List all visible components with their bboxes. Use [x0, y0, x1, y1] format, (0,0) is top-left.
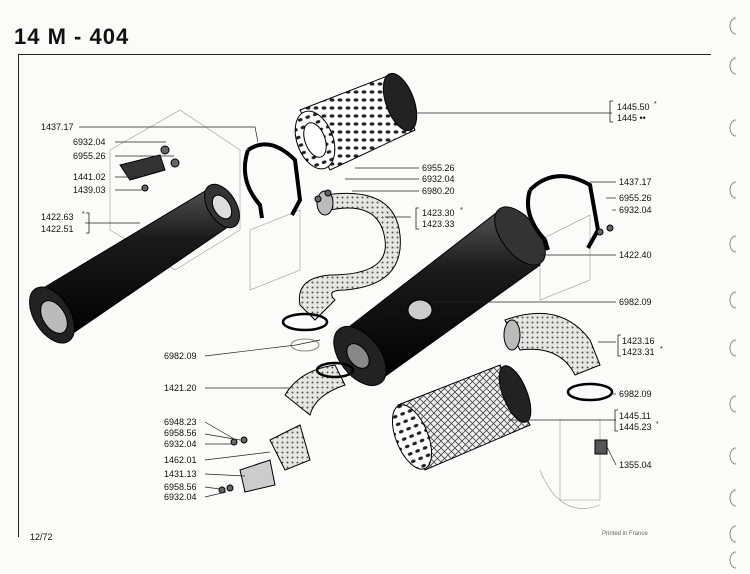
label-1423-16: 1423.16 [622, 336, 655, 346]
label-1437-17-left: 1437.17 [41, 122, 74, 132]
right-elbow-hose [503, 312, 601, 376]
label-1422-51: 1422.51 [41, 224, 74, 234]
label-brackets [86, 100, 621, 432]
left-tube [290, 338, 320, 352]
label-1355-04: 1355.04 [619, 460, 652, 470]
printed-in-note: Printed in France [602, 531, 648, 537]
asterisk-1423-30: * [460, 207, 463, 214]
part-number-labels: 1437.17 6932.04 6955.26 1441.02 1439.03 … [41, 101, 663, 502]
label-6955-26-c: 6955.26 [619, 193, 652, 203]
s-intake-hose [298, 190, 401, 321]
right-air-filter-housing [333, 206, 546, 386]
label-6958-56-a: 6958.56 [164, 428, 197, 438]
small-fitting-1355 [594, 439, 608, 455]
label-6982-09-c: 6982.09 [619, 389, 652, 399]
top-filter-element [294, 72, 418, 171]
asterisk-1423-31: * [660, 346, 663, 353]
right-hose-clamp [566, 382, 614, 402]
label-6932-04-b: 6932.04 [164, 439, 197, 449]
label-1462-01: 1462.01 [164, 455, 197, 465]
leader-lines [79, 112, 617, 498]
label-6948-23: 6948.23 [164, 417, 197, 427]
asterisk-1445-23: * [656, 421, 659, 428]
label-6958-56-b: 6958.56 [164, 482, 197, 492]
asterisk-1445-50: * [654, 101, 657, 108]
page-number: 12/72 [30, 532, 53, 542]
header-dash: - [74, 24, 83, 49]
left-lower-hose [239, 361, 355, 493]
left-air-filter-housing [29, 183, 240, 344]
label-1441-02: 1441.02 [73, 172, 106, 182]
binder-holes [729, 17, 737, 569]
label-1445-23: 1445.23 [619, 422, 652, 432]
label-1423-33: 1423.33 [422, 219, 455, 229]
label-6955-26-b: 6955.26 [422, 163, 455, 173]
label-6982-09-b: 6982.09 [619, 297, 652, 307]
label-6932-04-a: 6932.04 [73, 137, 106, 147]
label-1423-31: 1423.31 [622, 347, 655, 357]
left-hose-clamp [281, 312, 329, 332]
label-6932-04-c: 6932.04 [164, 492, 197, 502]
label-1445-50: 1445.50 [617, 102, 650, 112]
label-6932-04-e: 6932.04 [619, 205, 652, 215]
model-code: 14 M [14, 24, 67, 49]
label-6955-26-a: 6955.26 [73, 151, 106, 161]
asterisk-1422-63: * [82, 211, 85, 218]
label-1439-03: 1439.03 [73, 185, 106, 195]
label-1422-40: 1422.40 [619, 250, 652, 260]
label-1437-17-right: 1437.17 [619, 177, 652, 187]
engine-background-sketch [109, 109, 601, 509]
label-6980-20: 6980.20 [422, 186, 455, 196]
left-strap-clamp [243, 142, 303, 219]
label-1421-20: 1421.20 [164, 383, 197, 393]
diagram-frame [18, 54, 711, 537]
label-1445-11: 1445.11 [619, 411, 651, 421]
right-strap-clamp [525, 174, 601, 251]
label-1422-63: 1422.63 [41, 212, 74, 222]
label-6932-04-d: 6932.04 [422, 174, 455, 184]
page-header: 14 M - 404 [14, 24, 129, 50]
header-number: 404 [89, 24, 130, 49]
mounting-bracket-left [119, 145, 180, 192]
label-1431-13: 1431.13 [164, 469, 197, 479]
bottom-filter-element [391, 364, 532, 471]
label-1423-30: 1423.30 [422, 208, 455, 218]
label-6982-09-left: 6982.09 [164, 351, 197, 361]
label-1445-dots: 1445 •• [617, 113, 646, 123]
left-lower-clamp [315, 361, 355, 379]
